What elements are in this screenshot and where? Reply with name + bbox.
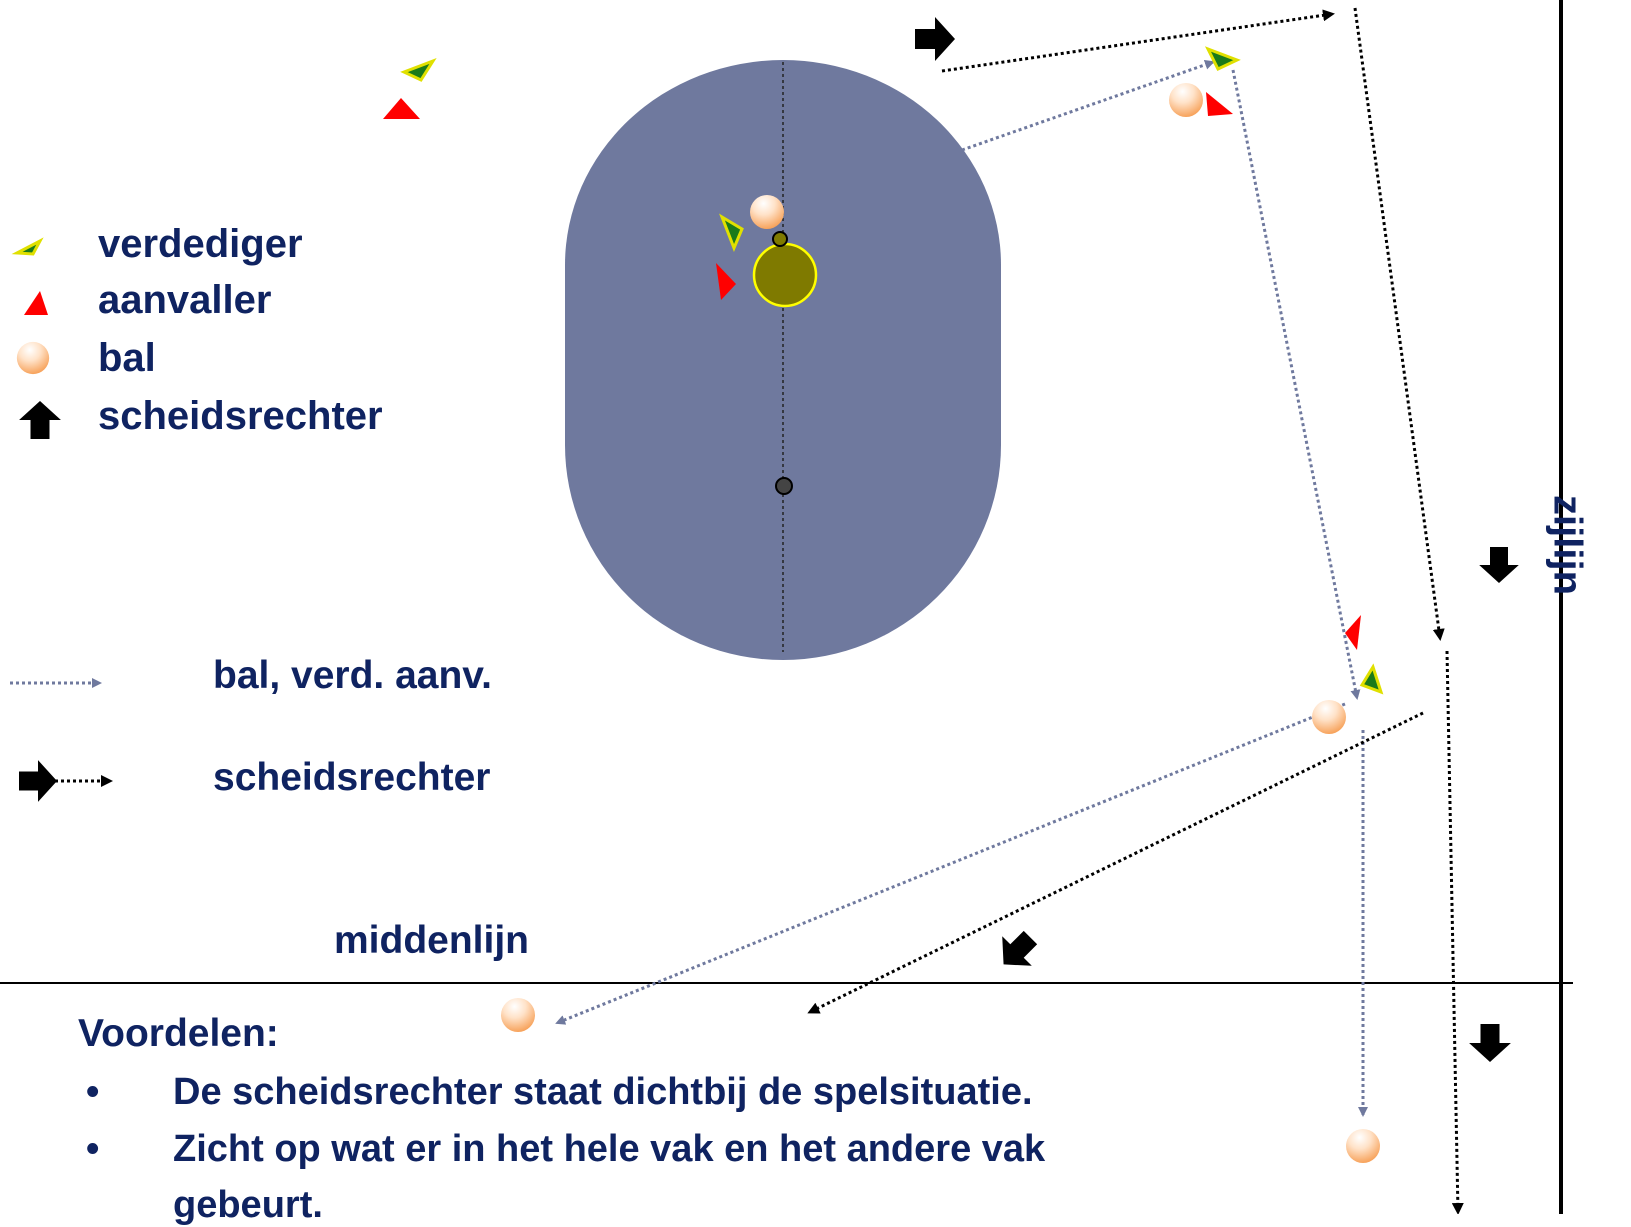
attacker-icon bbox=[716, 263, 736, 300]
attacker-icon bbox=[1345, 615, 1361, 650]
advantage-item-continuation: gebeurt. bbox=[173, 1184, 323, 1226]
referee-icon bbox=[988, 922, 1046, 980]
arrow-legend-ball: bal, verd. aanv. bbox=[213, 654, 492, 697]
defender-icon bbox=[400, 58, 437, 82]
referee-icon bbox=[1479, 547, 1519, 583]
defender-icon bbox=[1359, 663, 1384, 695]
referee-path-arrow bbox=[807, 711, 1424, 1014]
ball-pass-arrow bbox=[555, 702, 1346, 1025]
referee-path-arrow bbox=[1353, 7, 1445, 641]
ball-icon bbox=[1346, 1129, 1380, 1163]
sideline-label: zijlijn bbox=[1545, 495, 1590, 595]
penalty-spot-icon bbox=[775, 477, 793, 495]
legend-defender-icon bbox=[11, 237, 44, 256]
korf-post-icon bbox=[752, 242, 818, 308]
legend-label-ball: bal bbox=[98, 336, 156, 380]
advantages-title: Voordelen: bbox=[78, 1012, 279, 1055]
legend-label-referee: scheidsrechter bbox=[98, 394, 383, 438]
referee-icon bbox=[1469, 1024, 1511, 1062]
ball-path-arrow bbox=[961, 59, 1215, 152]
ball-icon bbox=[1312, 700, 1346, 734]
defender-path-arrow bbox=[1231, 69, 1361, 700]
arrow-legend-referee: scheidsrechter bbox=[213, 756, 491, 799]
legend-referee-icon bbox=[19, 401, 61, 439]
attacker-icon bbox=[1206, 92, 1233, 116]
midline-label: middenlijn bbox=[334, 919, 529, 962]
ball-icon bbox=[1169, 83, 1203, 117]
legend-referee-path-icon bbox=[19, 760, 57, 802]
legend-label-defender: verdediger bbox=[98, 222, 303, 266]
advantage-item: Zicht op wat er in het hele vak en het a… bbox=[173, 1128, 1046, 1170]
attacker-icon bbox=[383, 98, 420, 119]
attack-zone bbox=[565, 60, 1001, 660]
referee-path-arrow bbox=[1445, 650, 1464, 1214]
ball-icon bbox=[750, 195, 784, 229]
legend-attacker-icon bbox=[24, 291, 48, 315]
defender-icon bbox=[1204, 46, 1241, 71]
referee-icon bbox=[915, 17, 955, 61]
bullet-icon: • bbox=[86, 1071, 100, 1113]
legend-ball-icon bbox=[16, 341, 50, 375]
legend-label-attacker: aanvaller bbox=[98, 278, 272, 322]
bullet-icon: • bbox=[86, 1128, 100, 1170]
referee-path-arrow bbox=[941, 9, 1335, 73]
post-marker-icon bbox=[772, 231, 788, 247]
ball-icon bbox=[501, 998, 535, 1032]
defender-icon bbox=[719, 213, 744, 253]
advantage-item: De scheidsrechter staat dichtbij de spel… bbox=[173, 1071, 1033, 1113]
